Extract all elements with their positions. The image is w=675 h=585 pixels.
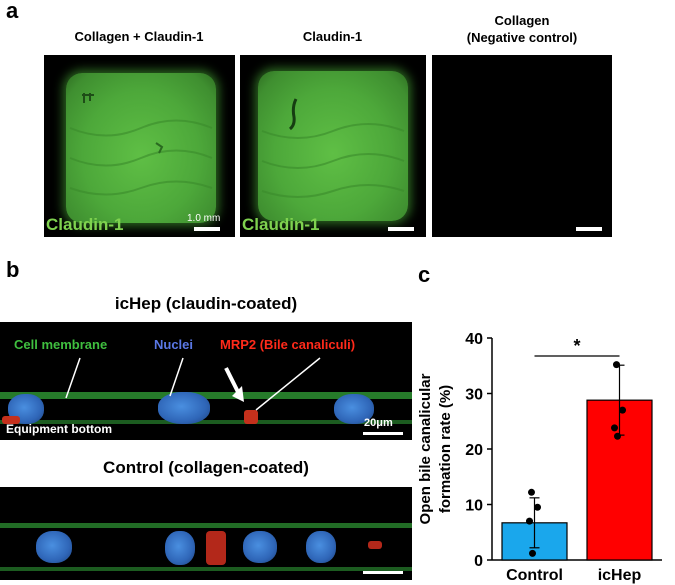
- nucleus: [306, 531, 336, 563]
- y-axis-label: Open bile canalicular: [417, 373, 434, 524]
- scale-bar-1: [194, 227, 220, 231]
- data-point: [529, 549, 536, 557]
- data-point: [613, 361, 620, 369]
- micrograph-claudin: Claudin-1: [240, 55, 426, 237]
- chamber-wells: [69, 93, 213, 196]
- mrp2-signal: [244, 410, 258, 424]
- micrograph-icHep: Cell membrane Nuclei MRP2 (Bile canalicu…: [0, 322, 412, 440]
- data-point: [614, 432, 621, 440]
- micrograph-collagen-claudin: Claudin-1 1.0 mm: [44, 55, 235, 237]
- y-tick-label: 30: [465, 387, 483, 404]
- data-point: [611, 424, 618, 432]
- nucleus: [158, 392, 210, 424]
- scale-bar-2: [388, 227, 414, 231]
- stain-label-2: Claudin-1: [242, 215, 320, 234]
- label-nuclei: Nuclei: [154, 337, 194, 352]
- label-mrp2: MRP2 (Bile canaliculi): [220, 337, 356, 352]
- cell-membrane-layer: [0, 567, 412, 571]
- data-point: [534, 503, 541, 511]
- y-axis-label: formation rate (%): [437, 385, 454, 513]
- panel-a-letter: a: [6, 0, 19, 23]
- nucleus: [36, 531, 72, 563]
- nucleus: [243, 531, 277, 563]
- panel-a-title-3-line: (Negative control): [466, 30, 578, 45]
- y-tick-label: 10: [465, 498, 483, 515]
- mrp2-signal: [368, 541, 382, 549]
- panel-a-title-3-line: Collagen: [494, 13, 550, 28]
- mrp2-signal: [206, 531, 226, 565]
- chamber-wells: [261, 98, 405, 198]
- x-tick-label: Control: [506, 567, 563, 584]
- stain-label-1: Claudin-1: [46, 215, 124, 234]
- scale-bar-3: [576, 227, 602, 231]
- panel-b-letter: b: [6, 257, 20, 282]
- x-tick-label: icHep: [598, 567, 642, 584]
- panel-a-title-1: Collagen + Claudin-1: [74, 29, 204, 44]
- cell-membrane-layer: [0, 392, 412, 399]
- scale-label-1: 1.0 mm: [187, 213, 221, 224]
- mrp2-signal: [2, 416, 20, 424]
- label-cell-membrane: Cell membrane: [14, 337, 108, 352]
- panel-a-title-2: Claudin-1: [302, 29, 363, 44]
- panel-c-letter: c: [418, 262, 431, 287]
- cell-membrane-layer: [0, 420, 412, 424]
- scale-label-b: 20μm: [364, 417, 393, 429]
- micrograph-negative-control: [432, 55, 612, 237]
- control-image-title: Control (collagen-coated): [103, 458, 309, 477]
- y-tick-label: 40: [465, 331, 483, 348]
- icHep-image-title: icHep (claudin-coated): [114, 294, 298, 313]
- y-tick-label: 0: [474, 553, 483, 570]
- nucleus: [334, 394, 374, 424]
- data-point: [619, 406, 626, 414]
- y-tick-label: 20: [465, 442, 483, 459]
- significance-marker: *: [573, 336, 580, 356]
- data-point: [528, 488, 535, 496]
- cell-membrane-layer: [0, 523, 412, 528]
- data-point: [526, 517, 533, 525]
- panel-a-title-3: Collagen (Negative control): [432, 12, 612, 46]
- annotation-lines: [65, 357, 321, 411]
- nucleus: [165, 531, 195, 565]
- label-equipment-bottom: Equipment bottom: [6, 422, 112, 436]
- micrograph-control: [0, 487, 412, 580]
- scale-bar-control: [363, 571, 403, 574]
- scale-bar-b: [363, 432, 403, 435]
